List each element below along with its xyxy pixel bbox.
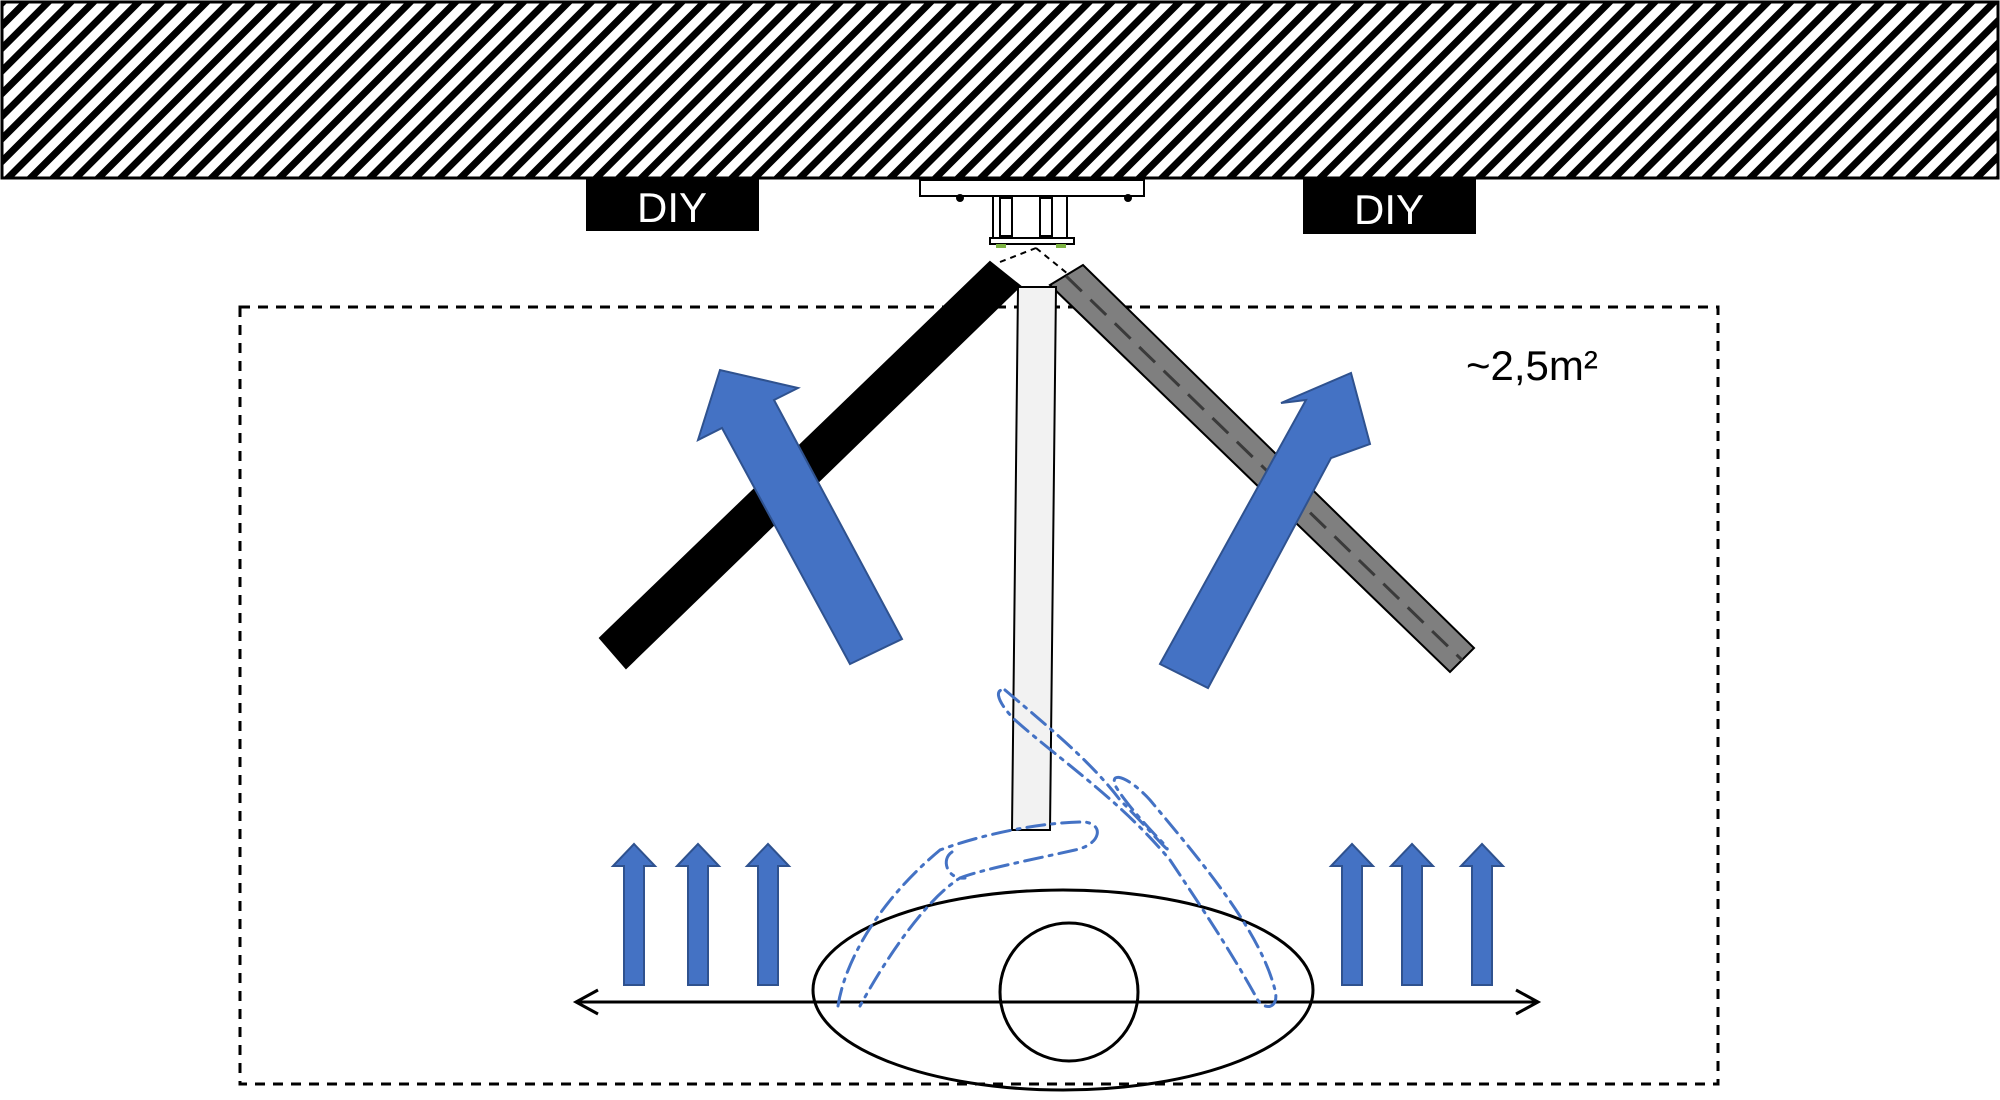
airflow-arrow-small: [610, 842, 658, 986]
ceiling-mount-bracket: [919, 179, 1145, 248]
person-body-top-view: [811, 888, 1315, 1092]
area-size-label: ~2,5m²: [1466, 342, 1598, 389]
airflow-arrow-small: [674, 842, 722, 986]
center-pole: [1010, 286, 1058, 831]
horizontal-axis-line: [572, 988, 1542, 1016]
diy-label-left: DIY: [586, 178, 759, 231]
ceiling-hatch: [0, 0, 2000, 180]
mount-joint: [999, 247, 1069, 275]
diy-left-text: DIY: [637, 184, 707, 231]
airflow-arrows-small-left: [610, 842, 792, 986]
airflow-arrows-small-right: [1328, 842, 1506, 986]
diy-label-right: DIY: [1303, 178, 1476, 234]
airflow-arrow-large-left: [696, 368, 904, 666]
boom-right-gray: [1048, 263, 1476, 674]
airflow-arrow-large-right: [1158, 371, 1372, 690]
person-arm-outline: [836, 688, 1278, 1008]
airflow-arrow-small: [1328, 842, 1376, 986]
boom-left-black: [598, 260, 1022, 670]
area-boundary: [238, 305, 1720, 1086]
airflow-arrow-small: [744, 842, 792, 986]
person-head-top-view: [998, 921, 1140, 1063]
airflow-arrow-small: [1458, 842, 1506, 986]
airflow-arrow-small: [1388, 842, 1436, 986]
diy-right-text: DIY: [1354, 186, 1424, 233]
